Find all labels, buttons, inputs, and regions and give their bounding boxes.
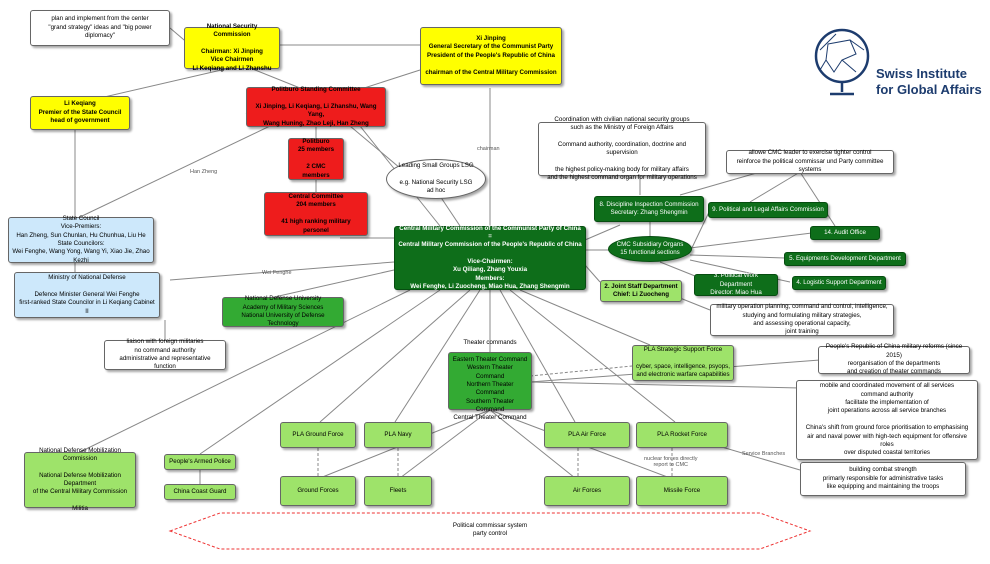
politburo-standing-committee-box: Politburo Standing Committee Xi Jinping,… bbox=[246, 86, 386, 127]
military-reforms-box: People's Republic of China military refo… bbox=[818, 343, 970, 375]
subsidiary-organs-ellipse: CMC Subsidiary Organs 15 functional sect… bbox=[608, 236, 692, 262]
pla-ground-force-box: PLA Ground Force bbox=[280, 422, 356, 448]
nsc-box: National Security Commission Chairman: X… bbox=[184, 23, 280, 72]
central-committee-box: Central Committee 204 members 41 high ra… bbox=[264, 192, 368, 236]
missile-force-box: Missile Force bbox=[636, 476, 728, 506]
joint-staff-department-box: 2. Joint Staff Department Chief: Li Zuoc… bbox=[600, 280, 682, 302]
mobile-coordinated-box: mobile and coordinated movement of all s… bbox=[796, 380, 978, 460]
han-zheng-label: Han Zheng bbox=[190, 169, 218, 175]
lsg-ellipse: Leading Small Groups LSG e.g. National S… bbox=[386, 159, 486, 199]
ground-forces-box: Ground Forces bbox=[280, 476, 356, 506]
grand-strategy-box: plan and implement from the center "gran… bbox=[30, 10, 170, 46]
coordination-box: Coordination with civilian national secu… bbox=[538, 116, 706, 181]
peoples-armed-police-box: People's Armed Police bbox=[164, 454, 236, 470]
politburo-box: Politburo 25 members 2 CMC members bbox=[288, 138, 344, 180]
li-keqiang-box: Li Keqiang Premier of the State Council … bbox=[30, 96, 130, 130]
chairman-label: chairman bbox=[477, 146, 500, 152]
logistic-support-box: 4. Logistic Support Department bbox=[792, 276, 886, 290]
mobilization-commission-box: National Defense Mobilization Commission… bbox=[24, 447, 136, 512]
central-military-commission-box: Central Military Commission of the Commu… bbox=[394, 225, 586, 290]
strategic-support-force-box: PLA Strategic Support Force cyber, space… bbox=[632, 345, 734, 381]
logo: Swiss Institute for Global Affairs bbox=[806, 20, 986, 106]
pla-navy-box: PLA Navy bbox=[364, 422, 432, 448]
political-commissar-label: Political commissar system party control bbox=[452, 522, 528, 538]
combat-strength-box: building combat strength primarly respon… bbox=[800, 462, 966, 496]
cmc-leader-control-box: allowe CMC leader to exercise tighter co… bbox=[726, 149, 894, 174]
ministry-of-national-defense-box: Ministry of National Defense Defence Min… bbox=[14, 272, 160, 318]
equipments-development-box: 5. Equipments Development Department bbox=[784, 252, 906, 266]
commissar-outline bbox=[168, 512, 812, 550]
theater-commands-box: Theater commands Eastern Theater Command… bbox=[448, 339, 532, 421]
state-council-box: State Council Vice-Premiers: Han Zheng, … bbox=[8, 215, 154, 264]
liaison-box: liaison with foreign militaries no comma… bbox=[104, 338, 226, 370]
fleets-box: Fleets bbox=[364, 476, 432, 506]
xi-jinping-box: Xi Jinping General Secretary of the Comm… bbox=[420, 27, 562, 85]
audit-office-box: 14. Audit Office bbox=[810, 226, 880, 240]
national-defense-university-box: National Defense University Academy of M… bbox=[222, 295, 344, 327]
political-work-department-box: 3. Political Work Department Director: M… bbox=[694, 272, 778, 296]
wei-fenghe-label: Wei Fenghe bbox=[262, 270, 292, 276]
political-legal-affairs-box: 9. Political and Legal Affairs Commissio… bbox=[708, 202, 828, 218]
discipline-inspection-box: 8. Discipline Inspection Commission Secr… bbox=[594, 196, 704, 222]
logo-line1: Swiss Institute bbox=[876, 66, 968, 81]
planning-box: military operation planning, command and… bbox=[710, 303, 894, 336]
globe-icon bbox=[814, 28, 870, 96]
nuclear-label: nuclear forces directly report to CMC bbox=[644, 456, 698, 468]
air-forces-box: Air Forces bbox=[544, 476, 630, 506]
pla-rocket-force-box: PLA Rocket Force bbox=[636, 422, 728, 448]
service-branches-label: Service Branches bbox=[742, 451, 786, 457]
logo-line2: for Global Affairs bbox=[876, 82, 982, 97]
china-coast-guard-box: China Coast Guard bbox=[164, 484, 236, 500]
pla-air-force-box: PLA Air Force bbox=[544, 422, 630, 448]
